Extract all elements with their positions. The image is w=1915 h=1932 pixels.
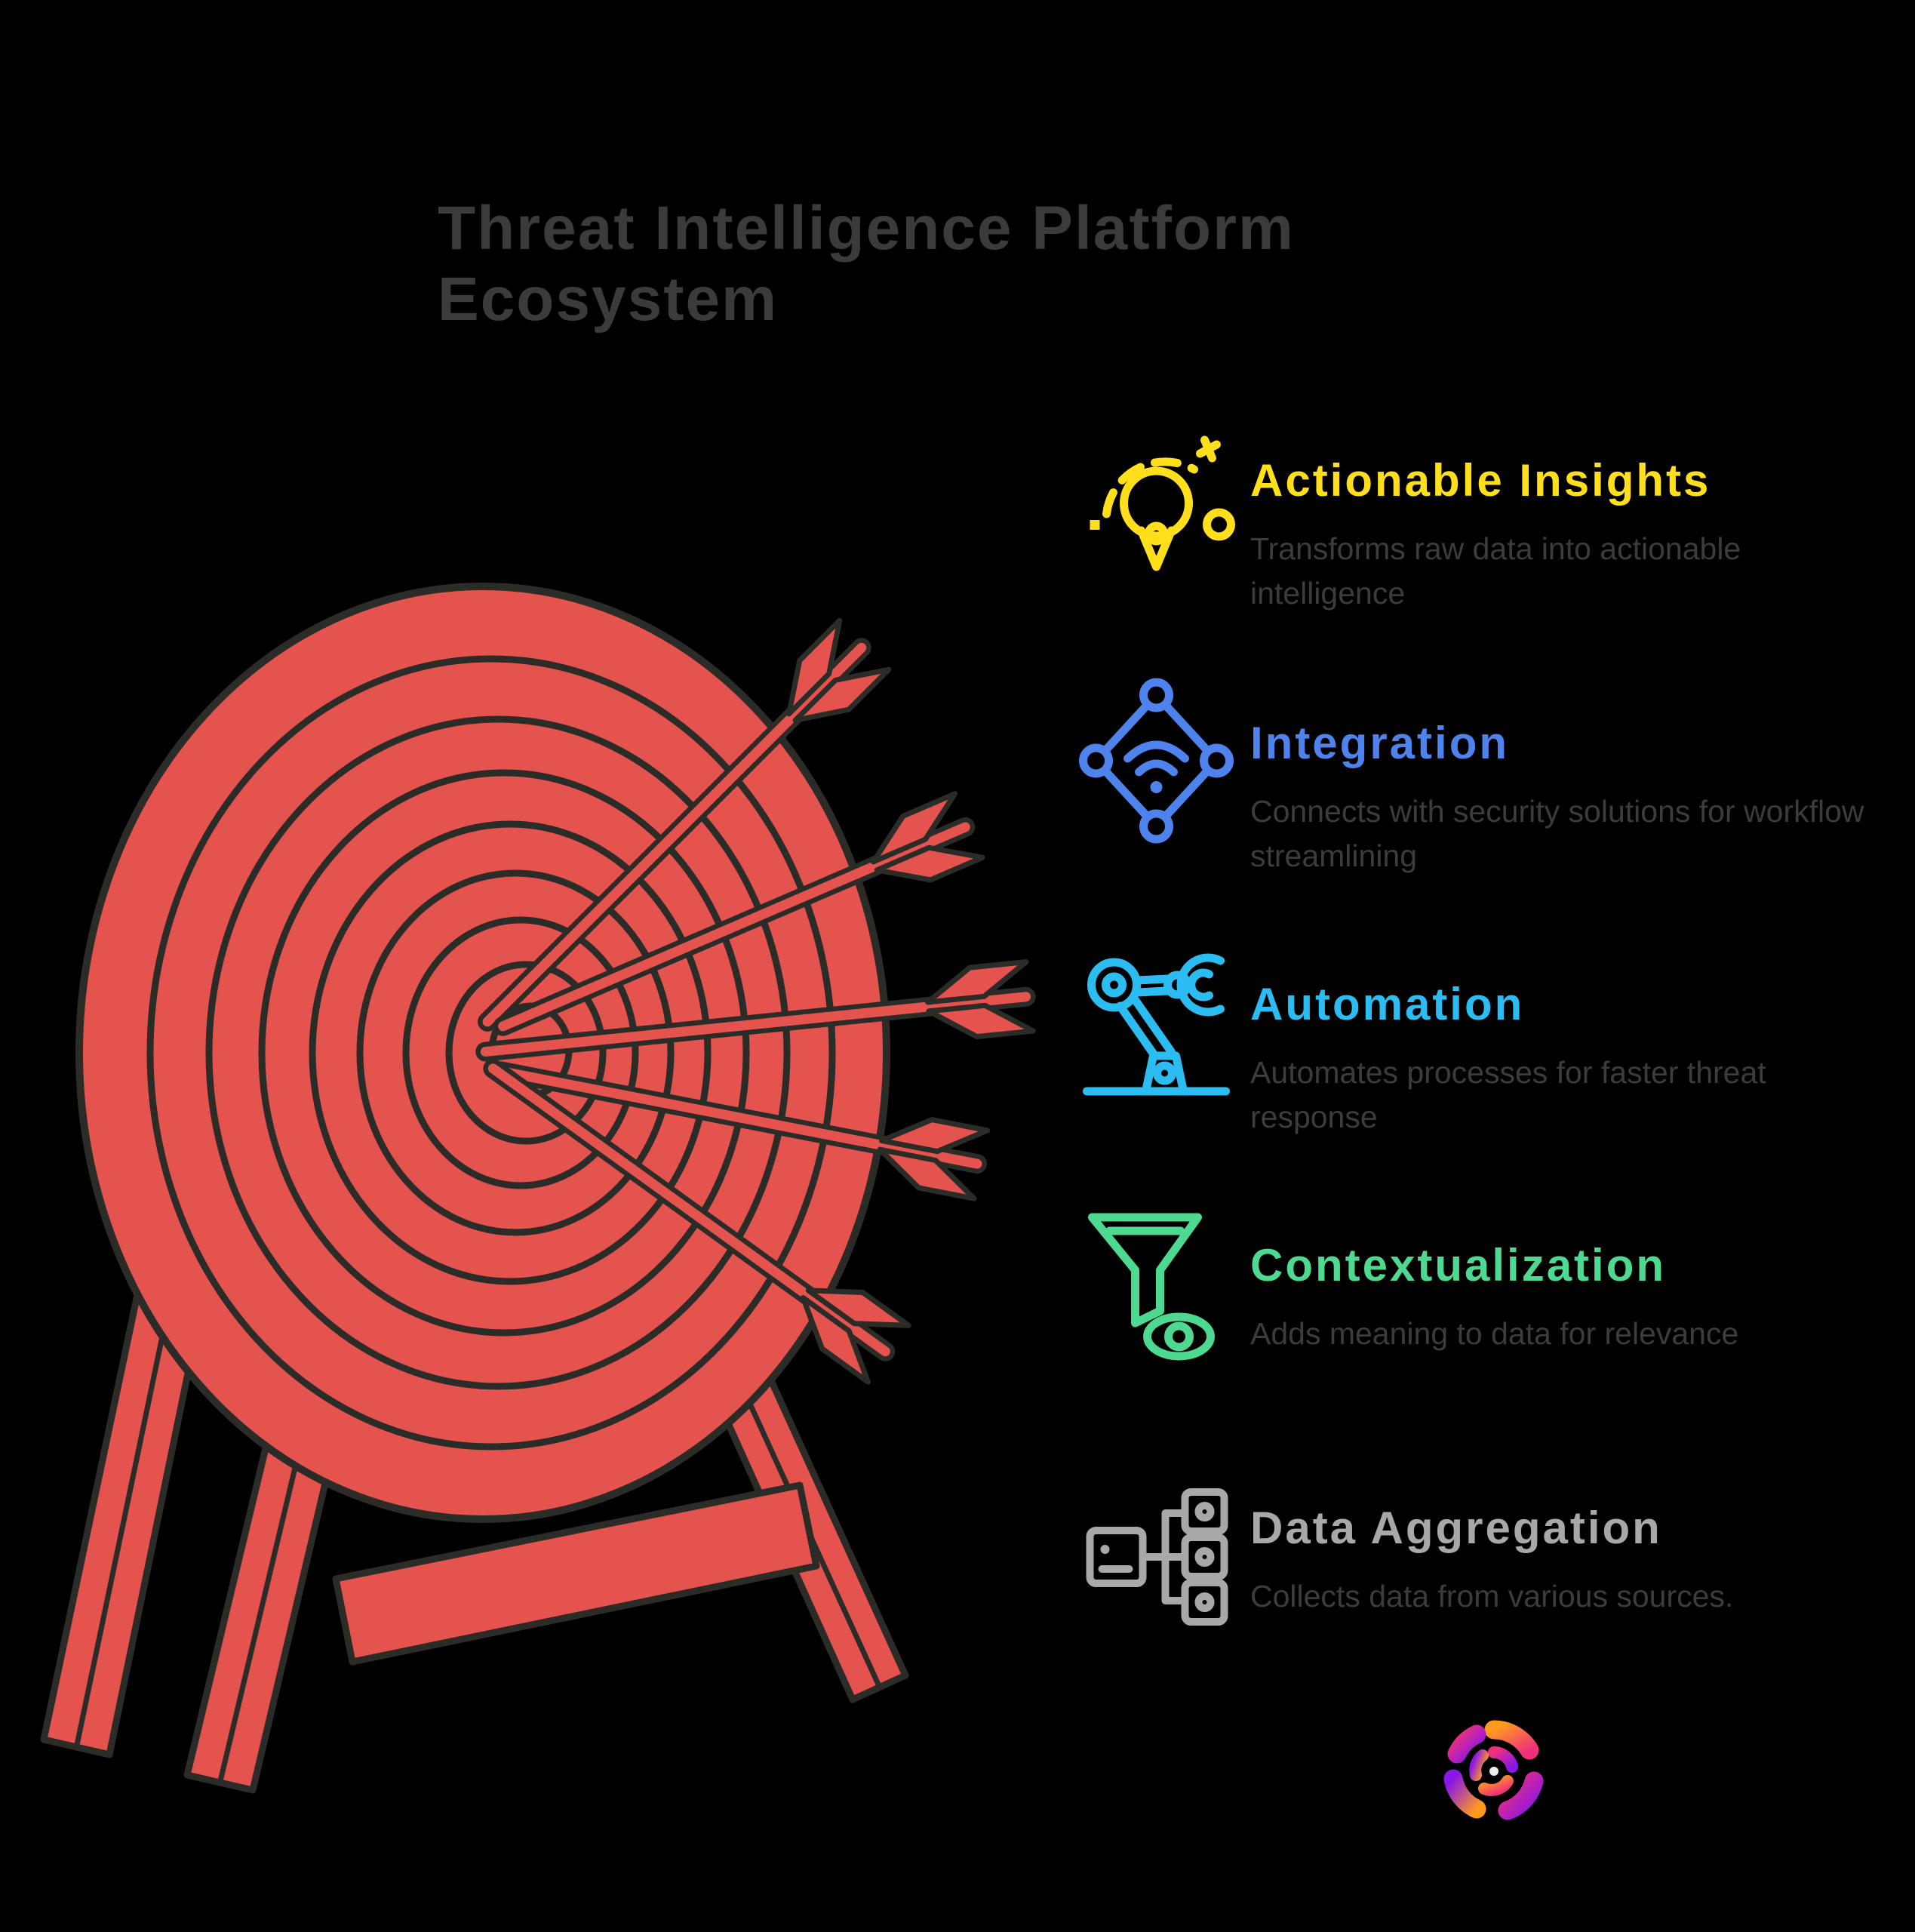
feature-automation: Automation Automates processes for faste… bbox=[1075, 931, 1913, 1158]
wifi-dot bbox=[1150, 781, 1163, 793]
feature-heading: Automation bbox=[1250, 979, 1525, 1029]
feature-description: Adds meaning to data for relevance bbox=[1250, 1316, 1739, 1351]
feature-description: Transforms raw data into actionable inte… bbox=[1250, 531, 1741, 611]
target-stand-crossbar bbox=[332, 1481, 820, 1666]
target-with-arrows-graphic bbox=[40, 583, 1036, 1794]
robot-arm-icon bbox=[1075, 935, 1237, 1109]
feature-actionable-insights: Actionable Insights Transforms raw data … bbox=[1075, 408, 1913, 634]
feature-heading: Integration bbox=[1250, 718, 1509, 768]
dot bbox=[1100, 1545, 1110, 1554]
lightbulb-insight-icon bbox=[1075, 411, 1237, 585]
brand-swirl-logo bbox=[1443, 1720, 1544, 1820]
arrow-fletching bbox=[800, 1287, 911, 1385]
feature-integration: Integration Connects with security solut… bbox=[1075, 670, 1913, 897]
arrow-fletching bbox=[871, 791, 985, 883]
arrow bbox=[475, 959, 1036, 1062]
feature-heading: Contextualization bbox=[1250, 1240, 1667, 1291]
arrows bbox=[475, 617, 1036, 1385]
feature-description: Collects data from various sources. bbox=[1250, 1579, 1734, 1614]
feature-data-aggregation: Data Aggregation Collects data from vari… bbox=[1075, 1455, 1913, 1681]
feature-heading: Actionable Insights bbox=[1250, 455, 1711, 506]
arrow-fletching bbox=[786, 617, 892, 723]
network-diamond-icon bbox=[1075, 674, 1237, 848]
arrow bbox=[483, 1058, 911, 1385]
arrow-fletching bbox=[877, 1117, 991, 1201]
data-aggregation-icon bbox=[1075, 1459, 1237, 1632]
feature-description: Connects with security solutions for wor… bbox=[1250, 794, 1864, 874]
arrow-fletching bbox=[925, 959, 1036, 1040]
arrow bbox=[478, 617, 892, 1032]
page-title: Threat Intelligence Platform Ecosystem bbox=[438, 194, 1295, 334]
arrow bbox=[490, 1061, 991, 1201]
dot bbox=[1090, 520, 1100, 530]
feature-heading: Data Aggregation bbox=[1250, 1503, 1662, 1553]
feature-contextualization: Contextualization Adds meaning to data f… bbox=[1075, 1192, 1913, 1419]
feature-description: Automates processes for faster threat re… bbox=[1250, 1055, 1766, 1135]
logo-center-dot bbox=[1489, 1767, 1498, 1776]
arrow bbox=[493, 791, 985, 1036]
funnel-eye-icon bbox=[1075, 1196, 1237, 1370]
